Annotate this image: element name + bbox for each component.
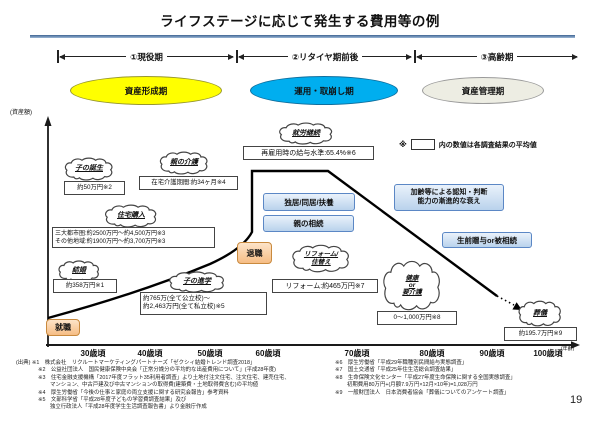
- stage-label-retirement: ②リタイヤ期前後: [291, 51, 359, 62]
- value-box-funeral: 約195.7万円※9: [504, 327, 577, 341]
- footnote-line: マンション、中古戸建及び中古マンションの取得費(建築費・土地取得費含む)の平均値: [50, 382, 259, 389]
- info-box-cognitive-decline: 加齢等による認知・判断 能力の漸進的な衰え: [394, 184, 504, 211]
- cloud-child-education: 子の進学: [167, 271, 227, 293]
- page-title: ライフステージに応じて発生する費用等の例: [160, 14, 440, 29]
- x-tick-90: 90歳頃: [479, 349, 505, 358]
- footnote-line: 初期費用80万円+(月額7.9万円×12月×10年)=1,028万円: [347, 382, 478, 389]
- arrow-left-icon: [238, 53, 288, 60]
- cloud-label: 健康 or 要介護: [402, 274, 422, 297]
- value-box-reform: リフォーム:約465万円※7: [272, 279, 378, 294]
- event-box-retirement: 退職: [237, 242, 272, 264]
- title-divider: [30, 35, 575, 38]
- cloud-icon: [158, 151, 210, 175]
- legend-note: 内の数値は各調査結果の平均値: [438, 141, 537, 149]
- cloud-label: 住宅購入: [117, 212, 145, 220]
- info-box-gift-inheritance: 生前贈与or被相続: [442, 232, 532, 248]
- footnotes-right: ※6 厚生労働省「平成29年職種別民間給与実態調査」 ※7 国土交通省「平成25…: [335, 360, 516, 397]
- x-tick-80: 80歳頃: [419, 349, 445, 358]
- info-box-parent-inheritance: 親の相続: [263, 215, 354, 232]
- page-number: 19: [570, 394, 583, 406]
- stage-divider-2: [236, 50, 238, 63]
- x-tick-30: 30歳頃: [80, 349, 106, 358]
- cloud-icon: [381, 259, 443, 312]
- cloud-icon: [277, 122, 335, 145]
- cloud-icon: [63, 157, 115, 181]
- asset-curve-line: [47, 169, 498, 320]
- cloud-label: リフォーム/ 住替え: [303, 251, 339, 266]
- asset-curve-dotted: [496, 295, 515, 306]
- arrow-right-icon: [166, 53, 235, 60]
- arrow-right-icon: [517, 53, 578, 60]
- x-tick-40: 40歳頃: [137, 349, 163, 358]
- legend-box-icon: [410, 139, 435, 150]
- x-axis-unit: (年齢): [561, 346, 575, 352]
- x-tick-50: 50歳頃: [197, 349, 223, 358]
- cloud-label: 就労継続: [292, 129, 320, 137]
- footnote-line: ※3 住宅金融支援機構「2017年度フラット35利用者調査」より土地付注文住宅、…: [38, 374, 290, 381]
- cloud-funeral: 葬儀: [517, 300, 563, 327]
- footnote-line: ※7 国土交通省「平成25年住生活総合調査結果」: [335, 367, 457, 374]
- stage-section-elderly: ③高齢期: [416, 50, 578, 63]
- ellipse-asset-management: 資産管理期: [422, 77, 544, 104]
- info-box-living-arrangement: 独居/同居/扶養: [263, 193, 355, 211]
- cloud-house-purchase: 住宅購入: [103, 204, 159, 228]
- cloud-label: 子の進学: [183, 278, 211, 286]
- x-axis-arrow-icon: [571, 341, 580, 349]
- cloud-health-care: 健康 or 要介護: [381, 259, 443, 312]
- stage-divider-3: [414, 50, 416, 63]
- legend: ※ 内の数値は各調査結果の平均値: [399, 139, 537, 150]
- stage-label-working: ①現役期: [130, 51, 163, 62]
- value-box-childbirth: 約50万円※2: [64, 181, 125, 195]
- footnote-line: ※9 一般財団法人 日本消費者協会「葬儀についてのアンケート調査」: [335, 389, 510, 396]
- x-tick-60: 60歳頃: [255, 349, 281, 358]
- y-axis-arrow-icon: [44, 116, 52, 126]
- footnote-line: ※5 文部科学省「平成28年度子どもの学習費調査結果」及び: [38, 397, 187, 404]
- stage-divider-1: [57, 50, 59, 63]
- cloud-label: 子の誕生: [75, 165, 103, 173]
- footnote-line: ※8 生命保険文化センター「平成27年度生命保険に関する全国実態調査」: [335, 374, 516, 381]
- value-box-parent-care: 在宅介護期間:約34ヶ月※4: [139, 176, 238, 190]
- cloud-icon: [167, 271, 227, 293]
- cloud-label: 葬儀: [533, 309, 547, 317]
- event-box-employment: 就職: [46, 319, 80, 336]
- y-axis-label: (資産額): [10, 110, 32, 116]
- ellipse-asset-withdrawal: 運用・取崩し期: [250, 76, 398, 105]
- stage-label-elderly: ③高齢期: [480, 51, 514, 62]
- ellipse-asset-formation: 資産形成期: [70, 76, 222, 105]
- legend-asterisk: ※: [399, 140, 407, 149]
- stage-section-working: ①現役期: [58, 50, 235, 63]
- footnotes-left: (出典) ※1 株式会社 リクルートマーケティングパートナーズ「ゼクシィ結婚トレ…: [16, 360, 290, 412]
- footnote-line: ※6 厚生労働省「平成29年職種別民間給与実態調査」: [335, 360, 468, 366]
- cloud-reform: リフォーム/ 住替え: [290, 244, 352, 273]
- value-box-house-purchase: 三大都市圏:約2500万円～約4,500万円※3 その他地域:約1900万円～約…: [52, 227, 215, 249]
- arrow-left-icon: [58, 53, 127, 60]
- curve-end-arrow-icon: [512, 302, 522, 310]
- cloud-work-continuation: 就労継続: [277, 122, 335, 145]
- cloud-label: 結婚: [72, 267, 86, 275]
- stage-section-retirement: ②リタイヤ期前後: [238, 50, 412, 63]
- arrow-right-icon: [362, 53, 412, 60]
- footnote-line: (出典) ※1 株式会社 リクルートマーケティングパートナーズ「ゼクシィ結婚トレ…: [16, 360, 256, 366]
- value-box-marriage: 約358万円※1: [53, 279, 117, 293]
- cloud-icon: [290, 244, 352, 273]
- cloud-icon: [103, 204, 159, 228]
- cloud-label: 親の介護: [170, 159, 198, 167]
- cloud-icon: [517, 300, 563, 327]
- x-tick-70: 70歳頃: [344, 349, 370, 358]
- footnote-line: 独立行政法人「平成28年度学生生活調査報告書」より金融庁作成: [50, 404, 207, 411]
- footnote-line: ※4 厚生労働省「今後の仕事と家庭の両立支援に関する研究会報告」参考資料: [38, 389, 229, 396]
- value-box-health-care: 0～1,000万円※8: [377, 311, 457, 325]
- cloud-parent-care: 親の介護: [158, 151, 210, 175]
- arrow-left-icon: [416, 53, 477, 60]
- value-box-child-education: 約765万(全て公立校)～ 約2,463万円(全て私立校)※5: [140, 292, 267, 315]
- x-tick-100: 100歳頃: [533, 349, 563, 358]
- value-box-work-continuation: 再雇用時の給与水準:65.4%※6: [243, 146, 374, 161]
- footnote-line: ※2 公益社団法人 国民健康保険中央会「正常分娩分の平均的な出産費用について」(…: [38, 367, 276, 374]
- cloud-childbirth: 子の誕生: [63, 157, 115, 181]
